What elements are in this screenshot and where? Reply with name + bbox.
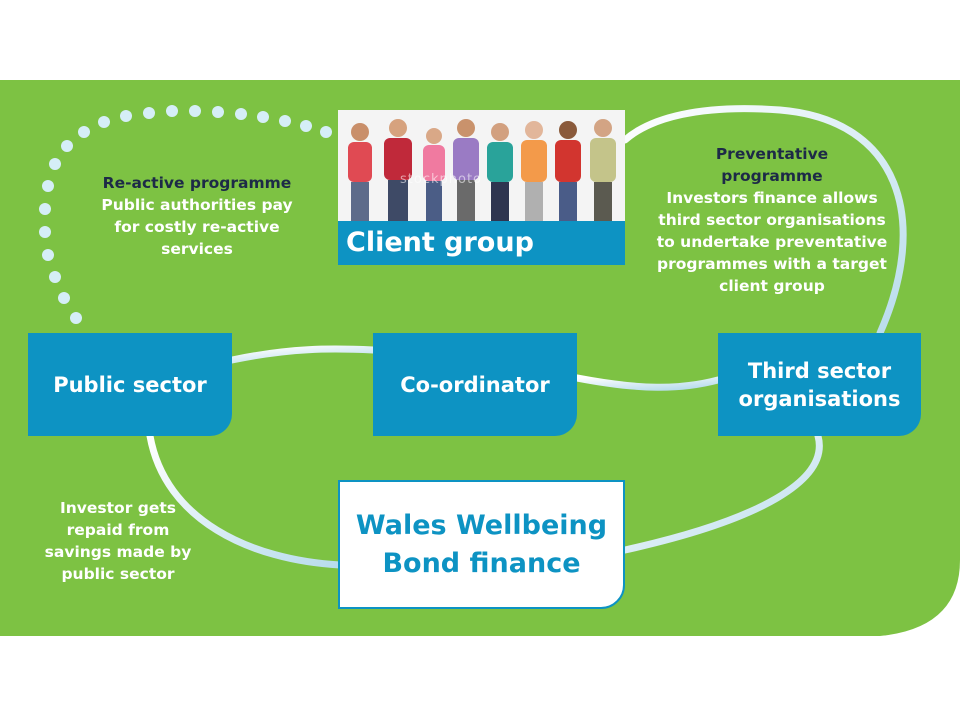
preventative-line-2: third sector organisations <box>658 211 886 229</box>
third-sector-label-line2: organisations <box>738 386 901 411</box>
coordinator-label: Co-ordinator <box>400 372 550 397</box>
bond-label-line1: Wales Wellbeing <box>355 509 608 541</box>
coordinator-box: Co-ordinator <box>373 333 577 436</box>
people-illustration <box>338 110 625 221</box>
preventative-title-2: programme <box>721 167 823 185</box>
reactive-line-2: for costly re-active <box>114 218 280 236</box>
person-figures <box>348 119 616 221</box>
public-sector-box: Public sector <box>28 333 232 436</box>
investor-line-2: repaid from <box>66 521 170 539</box>
connector-public-to-bond <box>146 432 344 569</box>
wales-wellbeing-bond-box: Wales Wellbeing Bond finance <box>338 480 625 609</box>
third-sector-box: Third sector organisations <box>718 333 921 436</box>
bond-label-line2: Bond finance <box>382 547 581 579</box>
public-sector-label: Public sector <box>53 372 207 397</box>
investor-line-3: savings made by <box>44 543 192 561</box>
preventative-line-4: programmes with a target <box>657 255 887 273</box>
preventative-title-1: Preventative <box>715 145 829 163</box>
preventative-line-3: to undertake preventative <box>656 233 888 251</box>
connector-third-to-client <box>621 105 907 337</box>
connector-bond-to-third <box>621 432 823 554</box>
client-group-label: Client group <box>338 221 625 265</box>
reactive-line-3: services <box>161 240 233 258</box>
preventative-programme-note: Preventative programme Investors finance… <box>626 143 918 297</box>
preventative-line-1: Investors finance allows <box>666 189 878 207</box>
reactive-programme-title: Re-active programme <box>102 174 292 192</box>
third-sector-label-line1: Third sector <box>747 358 892 383</box>
reactive-line-1: Public authorities pay <box>101 196 293 214</box>
client-group-photo: stockphoto Client group <box>338 110 625 265</box>
investor-repaid-note: Investor gets repaid from savings made b… <box>18 497 218 585</box>
connector-coordinator-to-third <box>573 374 722 391</box>
reactive-dotted-arc <box>39 105 332 324</box>
connector-public-to-coordinator <box>228 345 377 364</box>
photo-watermark: stockphoto <box>400 172 482 187</box>
investor-line-1: Investor gets <box>60 499 176 517</box>
reactive-programme-note: Re-active programme Public authorities p… <box>62 172 332 260</box>
investor-line-4: public sector <box>61 565 175 583</box>
preventative-line-5: client group <box>719 277 825 295</box>
